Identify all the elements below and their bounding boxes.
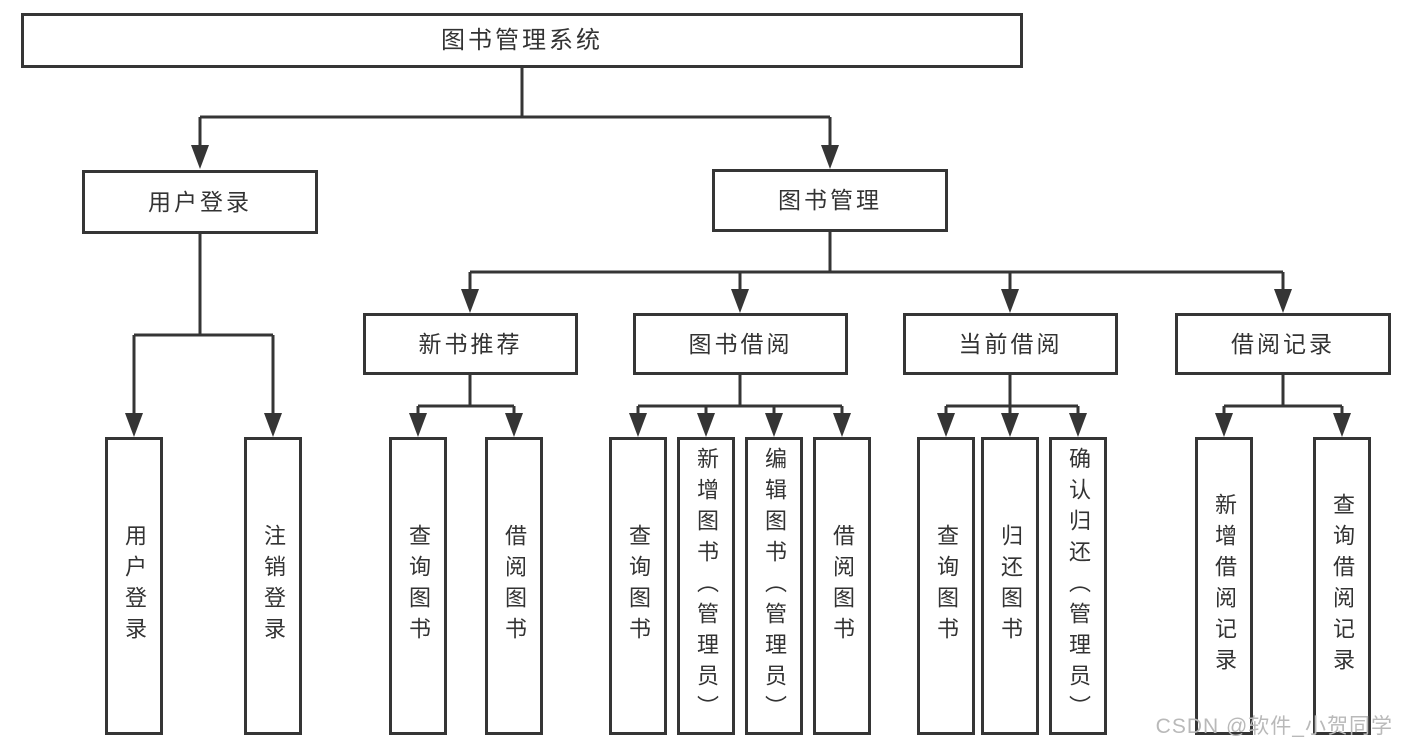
- leaf-query-books-current: 查询图书: [917, 437, 975, 735]
- node-new-book-recommend: 新书推荐: [363, 313, 578, 375]
- leaf-confirm-return-admin: 确认归还（管理员）: [1049, 437, 1107, 735]
- node-root: 图书管理系统: [21, 13, 1023, 68]
- leaf-borrow-books-recommend: 借阅图书: [485, 437, 543, 735]
- leaf-confirm-return-admin-label: 确认归还（管理员）: [1066, 446, 1091, 726]
- csdn-watermark: CSDN @软件_小贺同学: [1155, 715, 1393, 738]
- connector-root: [191, 68, 839, 169]
- connector-book-management: [461, 232, 1292, 313]
- leaf-edit-book-admin-label: 编辑图书（管理员）: [762, 446, 787, 726]
- leaf-query-borrow-record: 查询借阅记录: [1313, 437, 1371, 735]
- leaf-logout: 注销登录: [244, 437, 302, 735]
- leaf-user-login-label: 用户登录: [122, 524, 147, 648]
- leaf-logout-label: 注销登录: [261, 524, 286, 648]
- leaf-add-book-admin: 新增图书（管理员）: [677, 437, 735, 735]
- leaf-query-books-borrow-label: 查询图书: [626, 524, 651, 648]
- connector-book-borrow: [629, 375, 851, 437]
- leaf-query-borrow-record-label: 查询借阅记录: [1330, 493, 1355, 679]
- node-user-login: 用户登录: [82, 170, 318, 234]
- leaf-query-books-borrow: 查询图书: [609, 437, 667, 735]
- connector-borrow-record: [1215, 375, 1351, 437]
- leaf-return-books: 归还图书: [981, 437, 1039, 735]
- node-borrow-record: 借阅记录: [1175, 313, 1391, 375]
- leaf-query-books-current-label: 查询图书: [934, 524, 959, 648]
- leaf-return-books-label: 归还图书: [998, 524, 1023, 648]
- leaf-add-book-admin-label: 新增图书（管理员）: [694, 446, 719, 726]
- node-book-borrow: 图书借阅: [633, 313, 848, 375]
- node-current-borrow: 当前借阅: [903, 313, 1118, 375]
- leaf-add-borrow-record: 新增借阅记录: [1195, 437, 1253, 735]
- leaf-edit-book-admin: 编辑图书（管理员）: [745, 437, 803, 735]
- leaf-borrow-books: 借阅图书: [813, 437, 871, 735]
- leaf-query-books-recommend-label: 查询图书: [406, 524, 431, 648]
- connector-current-borrow: [937, 375, 1087, 437]
- leaf-add-borrow-record-label: 新增借阅记录: [1212, 493, 1237, 679]
- node-book-management: 图书管理: [712, 169, 948, 232]
- connector-new-book-recommend: [409, 375, 523, 437]
- connector-user-login: [125, 234, 282, 437]
- leaf-query-books-recommend: 查询图书: [389, 437, 447, 735]
- leaf-user-login: 用户登录: [105, 437, 163, 735]
- leaf-borrow-books-label: 借阅图书: [830, 524, 855, 648]
- leaf-borrow-books-recommend-label: 借阅图书: [502, 524, 527, 648]
